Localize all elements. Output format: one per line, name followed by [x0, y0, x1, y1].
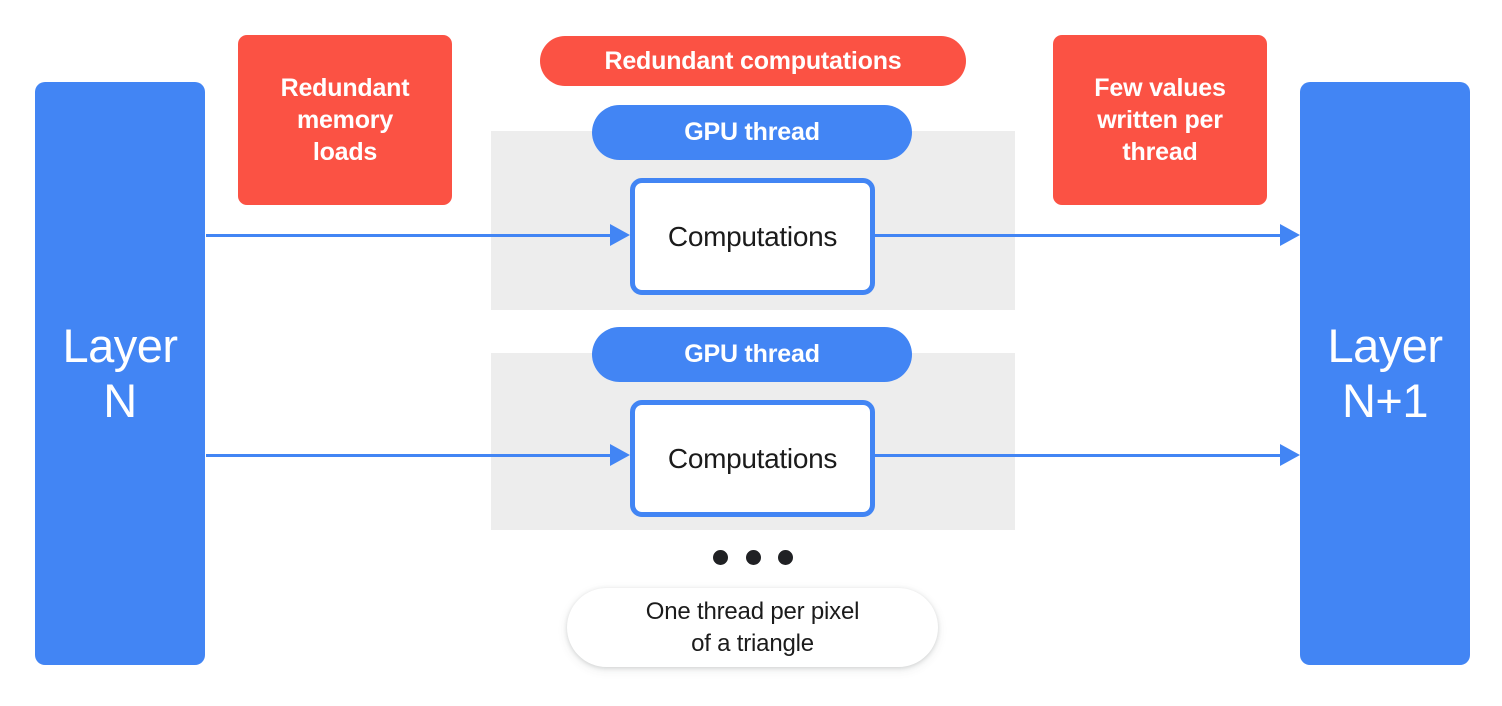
arrow-right-icon	[1280, 444, 1300, 466]
ellipsis-dot	[745, 550, 761, 565]
layer-n-block: Layer N	[35, 82, 205, 665]
layer-n-plus-1-block: Layer N+1	[1300, 82, 1470, 665]
arrow-right-icon	[1280, 224, 1300, 246]
thread-per-pixel-note: One thread per pixel of a triangle	[567, 588, 938, 667]
arrow-right-icon	[610, 224, 630, 246]
callout-few-values-written: Few values written per thread	[1053, 35, 1267, 205]
flow-line-in-1	[206, 234, 612, 237]
gpu-thread-pill-2: GPU thread	[592, 327, 912, 382]
computations-box-2: Computations	[630, 400, 875, 517]
computations-box-1: Computations	[630, 178, 875, 295]
ellipsis-dot	[713, 550, 728, 565]
callout-redundant-computations: Redundant computations	[540, 36, 966, 86]
gpu-thread-pill-1: GPU thread	[592, 105, 912, 160]
flow-line-in-2	[206, 454, 612, 457]
ellipsis-dot	[778, 550, 793, 565]
ellipsis-icon	[713, 550, 793, 565]
flow-line-out-1	[875, 234, 1280, 237]
flow-line-out-2	[875, 454, 1280, 457]
arrow-right-icon	[610, 444, 630, 466]
callout-redundant-memory-loads: Redundant memory loads	[238, 35, 452, 205]
